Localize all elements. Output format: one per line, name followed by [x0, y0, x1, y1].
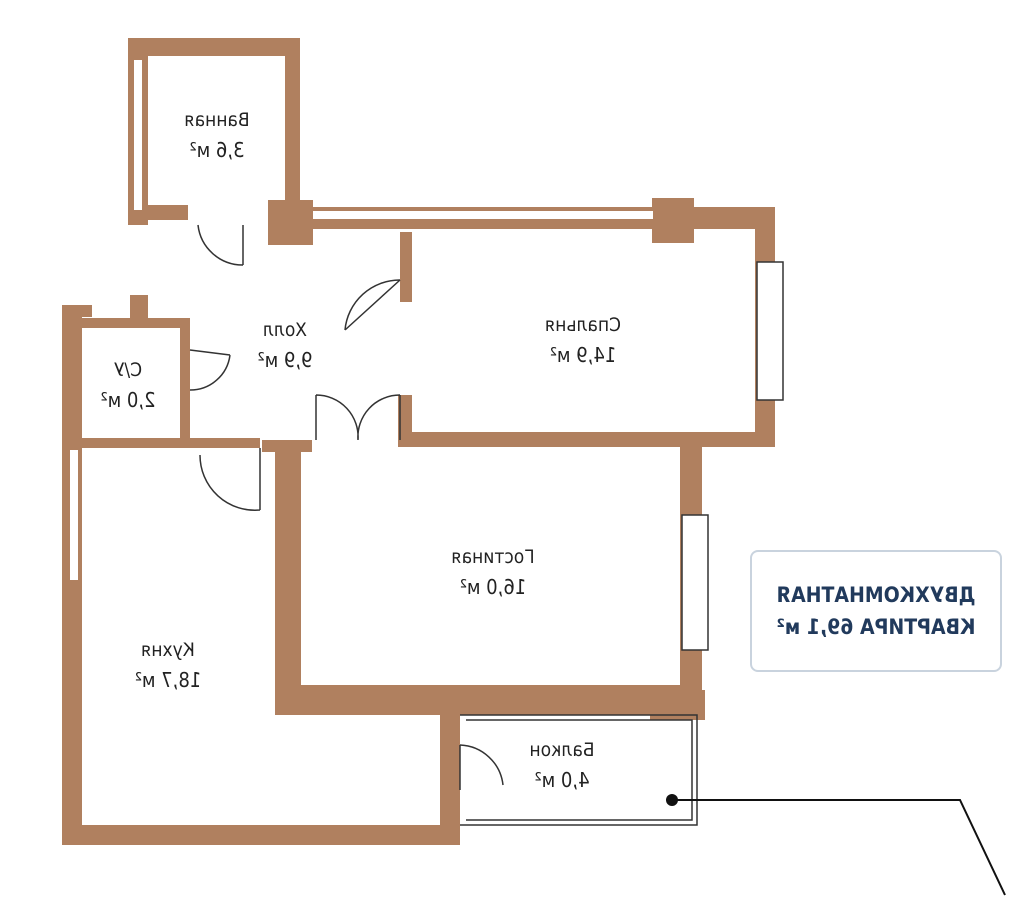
walls [62, 38, 775, 845]
room-area: 4,0 м² [534, 768, 590, 792]
room-label-balcony: Балкон 4,0 м² [529, 735, 594, 795]
room-area: 9,9 м² [257, 348, 313, 372]
room-name: Кухня [141, 639, 195, 661]
room-name: С/У [113, 359, 143, 381]
apartment-info-box: ДВУХКОМНАТНАЯ КВАРТИРА 69,1 м² [750, 550, 1002, 672]
leader-line [666, 794, 1006, 896]
room-label-living: Гостиная 16,0 м² [451, 542, 534, 602]
room-label-kitchen: Кухня 18,7 м² [135, 635, 202, 695]
room-label-wc: С/У 2,0 м² [100, 355, 155, 415]
room-label-bedroom: Спальня 14,9 м² [545, 310, 621, 370]
room-name: Холл [262, 319, 308, 341]
room-name: Балкон [529, 739, 595, 761]
room-area: 3,6 м² [189, 138, 245, 162]
doors [189, 224, 698, 826]
apartment-type: ДВУХКОМНАТНАЯ [776, 583, 976, 607]
room-area: 14,9 м² [549, 343, 617, 367]
room-area: 16,0 м² [459, 575, 527, 599]
apartment-area: КВАРТИРА 69,1 м² [776, 615, 976, 639]
room-name: Гостиная [451, 546, 535, 568]
room-name: Ванная [184, 109, 250, 131]
room-area: 18,7 м² [134, 668, 202, 692]
room-label-hall: Холл 9,9 м² [257, 315, 312, 375]
windows [70, 60, 784, 651]
room-area: 2,0 м² [100, 388, 156, 412]
room-name: Спальня [544, 314, 622, 336]
room-label-bathroom: Ванная 3,6 м² [184, 105, 249, 165]
